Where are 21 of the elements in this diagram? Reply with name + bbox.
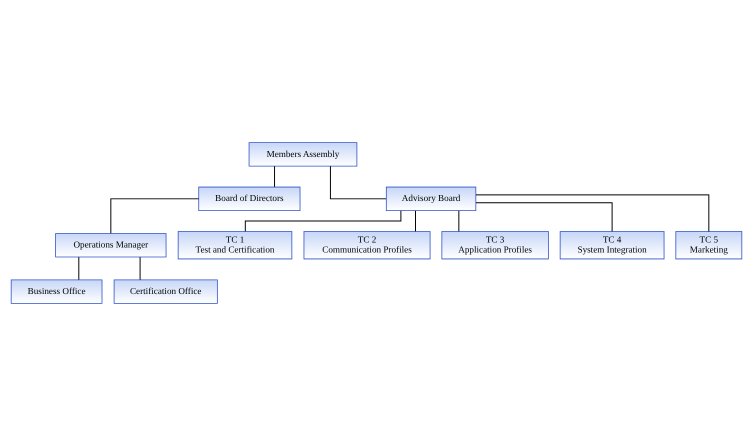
connector xyxy=(274,166,276,188)
node-box: TC 5 Marketing xyxy=(675,231,742,260)
connector xyxy=(330,166,387,200)
connector xyxy=(415,210,416,232)
node-box: TC 1 Test and Certification xyxy=(178,231,292,260)
node-box: TC 2 Communication Profiles xyxy=(304,231,430,260)
connector xyxy=(78,256,80,280)
connector xyxy=(244,210,402,232)
connector xyxy=(476,202,613,232)
node-box: TC 3 Application Profiles xyxy=(441,231,549,260)
connector xyxy=(140,256,141,280)
connector xyxy=(458,210,460,232)
node-box: Certification Office xyxy=(114,279,218,304)
node-box: Members Assembly xyxy=(248,142,358,167)
node-box: Business Office xyxy=(10,279,102,304)
node-box: Board of Directors xyxy=(198,186,300,211)
connector xyxy=(110,198,200,234)
connector xyxy=(476,194,710,232)
node-box: Operations Manager xyxy=(55,233,166,258)
node-box: TC 4 System Integration xyxy=(560,231,664,260)
node-box: Advisory Board xyxy=(386,186,476,211)
